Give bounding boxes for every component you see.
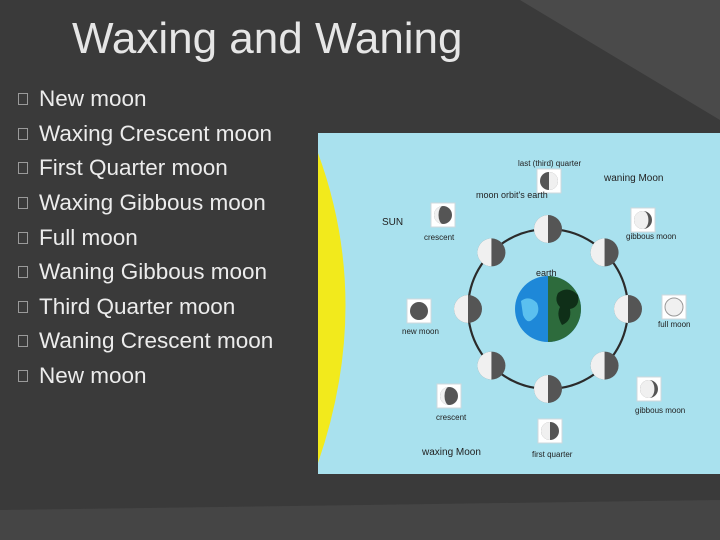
label-waning-moon: waning Moon — [603, 173, 663, 184]
earth-icon — [515, 276, 581, 342]
phase-icon — [661, 294, 687, 320]
list-item: Full moon — [18, 220, 273, 255]
label-crescent-bottom: crescent — [436, 413, 467, 422]
list-item: Waxing Crescent moon — [18, 117, 273, 152]
phase-icon — [436, 383, 462, 409]
bullet-icon — [18, 335, 28, 348]
label-gibbous-bottom: gibbous moon — [635, 406, 685, 415]
label-sun: SUN — [382, 217, 403, 228]
list-item: Waning Crescent moon — [18, 324, 273, 359]
label-waxing-moon: waxing Moon — [421, 447, 481, 458]
phase-icon — [630, 207, 656, 233]
orbit-moon — [534, 375, 562, 403]
orbit-moon — [614, 295, 642, 323]
bullet-icon — [18, 127, 28, 140]
slide-title: Waxing and Waning — [72, 14, 463, 63]
bullet-icon — [18, 300, 28, 313]
orbit-moon — [590, 238, 619, 267]
label-crescent-top: crescent — [424, 233, 455, 242]
label-full-moon: full moon — [658, 320, 690, 329]
label-last-quarter: last (third) quarter — [518, 159, 581, 168]
orbit-moon — [590, 351, 619, 380]
moon-positions — [406, 168, 687, 444]
list-item: New moon — [18, 82, 273, 117]
orbit-moon — [477, 238, 506, 267]
list-item: New moon — [18, 359, 273, 394]
sun-shape — [318, 133, 346, 474]
list-item: Third Quarter moon — [18, 290, 273, 325]
phase-icon — [430, 202, 456, 228]
label-orbit: moon orbit's earth — [476, 190, 548, 200]
bullet-icon — [18, 266, 28, 279]
bullet-icon — [18, 231, 28, 244]
orbit-moon — [534, 215, 562, 243]
label-gibbous-top: gibbous moon — [626, 232, 676, 241]
bullet-icon — [18, 93, 28, 106]
label-earth: earth — [536, 268, 557, 278]
phase-icon — [636, 376, 662, 402]
phase-icon — [406, 298, 432, 324]
label-first-quarter: first quarter — [532, 450, 573, 459]
bullet-icon — [18, 370, 28, 383]
orbit-moon — [477, 351, 506, 380]
moon-phase-diagram: SUN earth last (third) quarter waning Mo… — [318, 133, 720, 474]
label-new-moon: new moon — [402, 327, 439, 336]
bullet-icon — [18, 197, 28, 210]
phase-icon — [537, 418, 563, 444]
list-item: Waning Gibbous moon — [18, 255, 273, 290]
phase-icon — [536, 168, 562, 194]
phase-list: New moon Waxing Crescent moon First Quar… — [18, 82, 273, 393]
list-item: First Quarter moon — [18, 151, 273, 186]
bullet-icon — [18, 162, 28, 175]
moon-phase-svg: SUN earth last (third) quarter waning Mo… — [318, 133, 720, 474]
orbit-moon — [454, 295, 482, 323]
list-item: Waxing Gibbous moon — [18, 186, 273, 221]
